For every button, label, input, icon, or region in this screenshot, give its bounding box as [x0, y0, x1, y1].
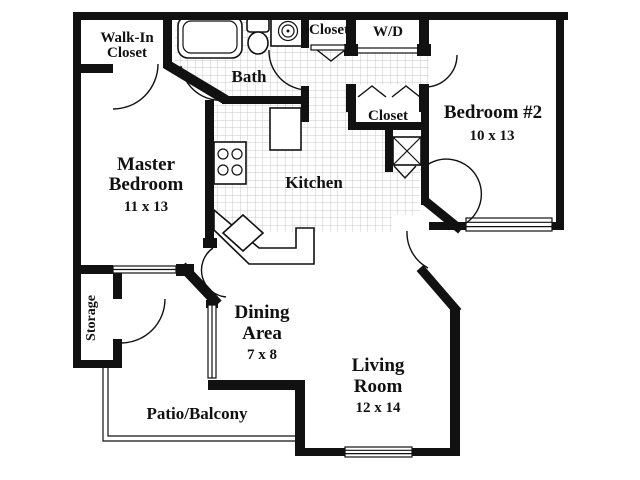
- bifold-doors: [310, 44, 421, 180]
- bedroom2-wall-left: [421, 88, 429, 205]
- master-wall-bottom-left: [73, 265, 113, 274]
- bath-wall-diagonal: [163, 59, 229, 105]
- closet-hall-label: Closet: [368, 108, 408, 124]
- closet-top-label: Closet: [309, 22, 349, 38]
- walkin-closet-wall-bottom: [73, 64, 113, 73]
- closet-top-front: [310, 44, 346, 51]
- toilet: [246, 17, 270, 55]
- dining-window-cap-top: [206, 300, 218, 308]
- dining-dimensions: 7 x 8: [247, 347, 277, 363]
- doors: [112, 49, 483, 344]
- wd-wall-left: [346, 12, 356, 56]
- patio-outline: [102, 368, 296, 442]
- bath-wall-right-top: [301, 12, 309, 48]
- walkin-closet-door-arc: [112, 63, 159, 110]
- closet-hall-bifold-left: [357, 85, 387, 98]
- living-label-2: Room: [354, 376, 403, 397]
- water-heater-bifold: [393, 165, 417, 180]
- closet-hall-interior: [356, 86, 421, 123]
- water-heater-wall-left: [385, 130, 393, 172]
- dining-wall-bottom: [208, 380, 305, 390]
- kitchen-label: Kitchen: [285, 173, 343, 192]
- stove: [213, 141, 247, 185]
- living-window: [344, 446, 413, 458]
- kitchen-wall-left: [205, 100, 214, 248]
- exterior-wall-left: [73, 12, 81, 368]
- closet-hall-wall-bottom: [348, 122, 429, 130]
- bedroom2-window: [465, 217, 553, 232]
- washer-dryer-unit: [355, 47, 420, 54]
- wd-label: W/D: [373, 24, 403, 40]
- patio-label: Patio/Balcony: [146, 404, 248, 423]
- bathroom-sink: [270, 15, 304, 47]
- bedroom2-dimensions: 10 x 13: [470, 128, 515, 144]
- bathtub-inner: [182, 20, 238, 54]
- living-dimensions: 12 x 14: [356, 400, 402, 416]
- master-wall-diagonal: [178, 262, 222, 308]
- walls: [73, 12, 568, 456]
- living-label-1: Living: [352, 355, 405, 376]
- exterior-wall-top: [73, 12, 568, 20]
- bath-door-arc-master-side: [180, 65, 227, 102]
- living-wall-diagonal: [416, 265, 462, 315]
- master-window: [112, 265, 177, 274]
- storage-label: Storage: [84, 295, 99, 341]
- closet-hall-stub-left: [346, 84, 356, 112]
- kitchen-counter: [213, 208, 315, 265]
- bath-wall-bottom: [222, 96, 309, 104]
- labels: Walk-In Closet Bath Closet W/D Closet Be…: [84, 22, 542, 423]
- tiled-floors: [175, 14, 429, 232]
- entry-door-arc-upper: [420, 158, 483, 230]
- master-dimensions: 11 x 13: [124, 199, 168, 215]
- kitchen-wall-left-cap: [203, 238, 217, 248]
- wd-wall-right: [419, 12, 429, 56]
- kitchen-tile-floor: [214, 104, 420, 232]
- master-label-2: Bedroom: [109, 174, 184, 195]
- bedroom2-wall-right: [556, 12, 564, 230]
- water-heater: [392, 136, 422, 166]
- walkin-closet-label-2: Closet: [107, 45, 147, 61]
- windows: [112, 217, 553, 458]
- dining-label-1: Dining: [235, 302, 290, 323]
- storage-wall-right-top: [113, 273, 122, 299]
- bedroom2-label: Bedroom #2: [444, 102, 542, 123]
- patio-wall-right: [295, 380, 305, 456]
- refrigerator: [269, 107, 302, 151]
- master-door-arc: [200, 247, 227, 298]
- hall-tile-corridor: [310, 53, 429, 85]
- kitchen-sink: [221, 213, 265, 253]
- entry-jamb-upper: [421, 196, 464, 234]
- entry-door-arc-lower: [406, 230, 429, 269]
- master-label-1: Master: [117, 154, 176, 175]
- wd-wall-right-cap: [417, 44, 431, 56]
- walkin-closet-wall-right: [163, 20, 172, 68]
- closet-hall-wall-left: [348, 100, 356, 130]
- bedroom2-door-arc: [424, 54, 458, 88]
- living-wall-right: [450, 308, 460, 456]
- bath-door-arc-hall-side: [268, 49, 308, 91]
- dining-window: [207, 304, 217, 379]
- storage-door-arc: [120, 298, 166, 344]
- wd-wall-left-cap: [344, 44, 358, 56]
- storage-wall-right-bottom: [113, 339, 122, 368]
- dining-label-2: Area: [242, 323, 282, 344]
- storage-wall-bottom: [73, 360, 122, 368]
- bedroom2-wall-bottom-right: [550, 222, 564, 230]
- bath-label: Bath: [232, 67, 268, 86]
- closet-top-bifold: [316, 49, 346, 62]
- walkin-closet-label-1: Walk-In: [100, 30, 154, 46]
- closet-hall-bifold-right: [391, 85, 421, 98]
- bath-wall-right-bottom: [301, 86, 309, 122]
